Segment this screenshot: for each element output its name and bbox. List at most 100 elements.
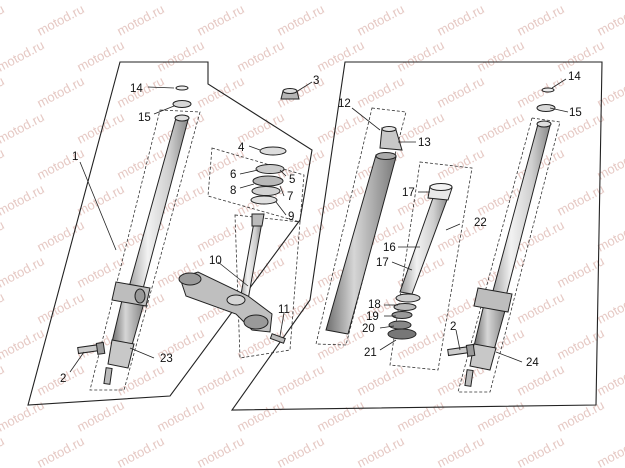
left-leg-box: [89, 109, 201, 391]
watermark-text: motod.ru: [34, 145, 86, 182]
callout-10: 10: [209, 255, 222, 267]
leader-lines: [69, 78, 569, 373]
callout-22: 22: [474, 217, 487, 229]
watermark-text: motod.ru: [0, 109, 47, 146]
watermark-text: motod.ru: [434, 73, 486, 110]
watermark-text: motod.ru: [314, 37, 366, 74]
watermark-text: motod.ru: [474, 109, 526, 146]
watermark-text: motod.ru: [474, 397, 526, 434]
steering-stem: [239, 213, 265, 301]
watermark-text: motod.ru: [34, 1, 86, 38]
watermark-text: motod.ru: [434, 1, 486, 38]
watermark-text: motod.ru: [314, 109, 366, 146]
callout-13: 13: [418, 137, 431, 149]
watermark-text: motod.ru: [234, 0, 286, 3]
watermark-text: motod.ru: [594, 73, 625, 110]
watermark-text: motod.ru: [594, 361, 625, 398]
callout-8: 8: [230, 185, 236, 197]
watermark-text: motod.ru: [0, 0, 47, 3]
watermark-text: motod.ru: [194, 217, 246, 254]
callout-19: 19: [366, 311, 379, 323]
spring-group-box: [389, 161, 473, 371]
watermark-text: motod.ru: [0, 253, 47, 290]
callout-9: 9: [288, 211, 294, 223]
callout-18: 18: [368, 299, 381, 311]
watermark-text: motod.ru: [234, 397, 286, 434]
callout-21: 21: [364, 347, 377, 359]
stem-nut: [280, 88, 300, 100]
watermark-text: motod.ru: [0, 397, 47, 434]
watermark-text: motod.ru: [0, 37, 47, 74]
callout-14-right: 14: [568, 71, 581, 83]
watermark-text: motod.ru: [74, 37, 126, 74]
watermark-text: motod.ru: [394, 37, 446, 74]
callout-11: 11: [278, 304, 290, 316]
callout-15-right: 15: [569, 107, 582, 119]
watermark-text: motod.ru: [434, 433, 486, 468]
watermark-text: motod.ru: [154, 397, 206, 434]
watermark-text: motod.ru: [234, 37, 286, 74]
watermark-text: motod.ru: [514, 361, 566, 398]
watermark-text: motod.ru: [474, 37, 526, 74]
callout-23: 23: [160, 353, 173, 365]
watermark-text: motod.ru: [554, 325, 606, 362]
watermark-text: motod.ru: [194, 433, 246, 468]
watermark-text: motod.ru: [0, 73, 7, 110]
left-axle-bolt: [77, 341, 106, 355]
watermark-text: motod.ru: [514, 289, 566, 326]
watermark-text: motod.ru: [194, 1, 246, 38]
watermark-text: motod.ru: [0, 181, 47, 218]
left-fork-leg: [103, 85, 192, 385]
watermark-text: motod.ru: [34, 73, 86, 110]
watermark-text: motod.ru: [554, 0, 606, 3]
watermark-text: motod.ru: [594, 433, 625, 468]
callout-20: 20: [362, 323, 375, 335]
right-leg-box: [457, 117, 561, 393]
watermark-text: motod.ru: [34, 217, 86, 254]
watermark-text: motod.ru: [154, 37, 206, 74]
watermark-text: motod.ru: [74, 0, 126, 3]
watermark-text: motod.ru: [314, 397, 366, 434]
callout-7: 7: [287, 191, 293, 203]
watermark-text: motod.ru: [554, 397, 606, 434]
watermark-text: motod.ru: [0, 289, 7, 326]
watermark-text: motod.ru: [594, 145, 625, 182]
watermark-text: motod.ru: [274, 1, 326, 38]
callout-17-top: 17: [402, 187, 415, 199]
inner-tube-box: [315, 107, 407, 346]
watermark-text: motod.ru: [274, 361, 326, 398]
right-fork-leg: [464, 87, 556, 387]
watermark-text: motod.ru: [0, 433, 7, 468]
right-axle-bolt: [447, 343, 476, 357]
watermark-text: motod.ru: [594, 289, 625, 326]
watermark-text: motod.ru: [0, 361, 7, 398]
callout-16: 16: [383, 242, 396, 254]
callout-6: 6: [230, 169, 236, 181]
callout-2: 2: [60, 373, 66, 385]
watermark-text: motod.ru: [0, 217, 7, 254]
left-assembly-frame: [27, 61, 313, 406]
watermark-text: motod.ru: [194, 361, 246, 398]
right-assembly-frame: [230, 61, 603, 411]
watermark-text: motod.ru: [114, 1, 166, 38]
callout-3: 3: [313, 75, 319, 87]
watermark-text: motod.ru: [114, 145, 166, 182]
callout-17-bottom: 17: [376, 257, 389, 269]
lower-triple-clamp: [178, 271, 286, 344]
watermark-text: motod.ru: [434, 145, 486, 182]
watermark-text: motod.ru: [514, 433, 566, 468]
watermark-text: motod.ru: [394, 0, 446, 3]
watermark-text: motod.ru: [0, 325, 47, 362]
watermark-text: motod.ru: [34, 289, 86, 326]
callout-5: 5: [289, 174, 295, 186]
watermark-text: motod.ru: [74, 397, 126, 434]
watermark-text: motod.ru: [34, 433, 86, 468]
callout-24: 24: [526, 357, 539, 369]
watermark-text: motod.ru: [314, 181, 366, 218]
callout-2-right: 2: [450, 321, 456, 333]
callout-4: 4: [238, 142, 245, 154]
watermark-text: motod.ru: [154, 0, 206, 3]
watermark-text: motod.ru: [354, 1, 406, 38]
watermark-text: motod.ru: [0, 145, 7, 182]
